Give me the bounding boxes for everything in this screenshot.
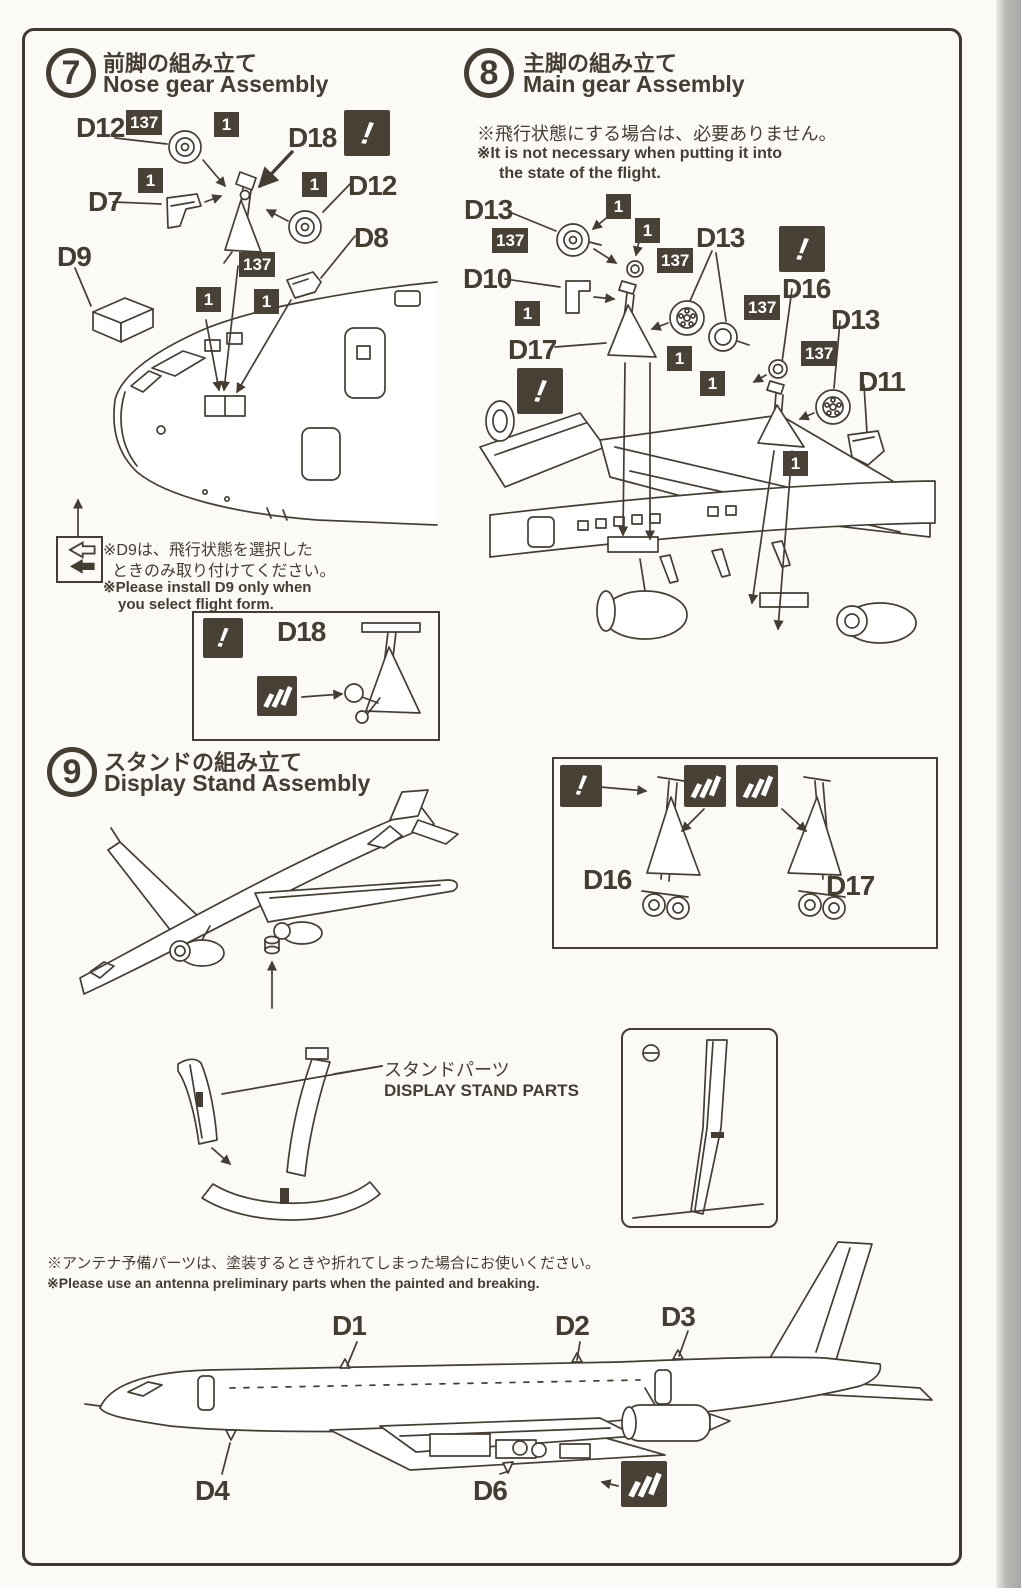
runner-badge: 137 [801,341,838,366]
part-label-d11: D11 [858,366,906,397]
part-label-d17-inset: D17 [826,870,875,901]
orientation-arrows-icon [56,536,103,583]
part-label-d6: D6 [473,1475,508,1506]
antenna-location-diagram [84,1241,933,1490]
part-label-d4: D4 [195,1475,230,1506]
display-stand-diagram [79,789,459,1221]
stand-part-inset-art [632,1039,764,1219]
qty-badge: 1 [783,451,808,476]
d18-detail-inset [192,611,440,741]
part-label-d7: D7 [88,186,123,217]
stand-parts-label-en: DISPLAY STAND PARTS [384,1081,579,1100]
part-label-d8: D8 [354,222,389,253]
qty-badge: 1 [196,287,221,312]
step7-note-en1: ※Please install D9 only when [103,579,312,596]
qty-badge: 1 [515,301,540,326]
qty-badge: 1 [700,371,725,396]
caution-icon: ! [779,226,825,272]
antenna-note-jp: ※アンテナ予備パーツは、塗装するときや折れてしまった場合にお使いください。 [47,1255,601,1272]
part-label-d13: D13 [696,222,745,253]
step8-note-en2: the state of the flight. [499,165,661,182]
caution-icon: ! [560,765,602,807]
qty-badge: 1 [667,346,692,371]
step9-number: 9 [47,747,97,797]
caution-icon: ! [203,618,243,658]
part-label-d12: D12 [348,170,397,201]
step7-note-en2: you select flight form. [118,596,274,613]
runner-badge: 137 [657,248,694,273]
paint-icon [257,676,297,716]
qty-badge: 1 [635,218,660,243]
step8-title-jp: 主脚の組み立て [523,51,678,76]
step8-note-jp: ※飛行状態にする場合は、必要ありません。 [477,124,837,144]
step7-number: 7 [46,48,96,98]
main-gear-diagram [479,212,936,644]
stand-part-inset [621,1028,778,1228]
part-label-d2: D2 [555,1310,590,1341]
part-label-d17: D17 [508,334,557,365]
part-label-d3: D3 [661,1301,696,1332]
nose-gear-diagram [72,130,438,537]
qty-badge: 1 [214,112,239,137]
page-border [22,28,962,1566]
step8-note-en1: ※It is not necessary when putting it int… [477,145,782,162]
qty-badge: 1 [254,289,279,314]
part-label-d18-inset: D18 [277,616,326,647]
antenna-note-en: ※Please use an antenna preliminary parts… [47,1275,540,1291]
step9-title-jp: スタンドの組み立て [104,750,303,775]
step8-number: 8 [464,48,514,98]
part-label-d13: D13 [831,304,880,335]
step7-note-jp2: ときのみ取り付けてください。 [112,563,336,580]
part-label-d12: D12 [76,112,125,143]
caution-icon: ! [517,368,563,414]
part-label-d9: D9 [57,241,92,272]
d18-inset-art [301,622,421,724]
qty-badge: 1 [606,194,631,219]
scan-edge [996,0,1021,1588]
step8-title-en: Main gear Assembly [523,71,745,97]
caution-icon: ! [344,110,390,156]
step7-title-jp: 前脚の組み立て [103,51,258,76]
qty-badge: 1 [302,172,327,197]
runner-badge: 137 [239,252,276,277]
part-label-d16: D16 [782,273,831,304]
runner-badge: 137 [744,295,781,320]
step9-title-en: Display Stand Assembly [104,770,371,796]
gear-detail-inset-art [599,776,846,920]
qty-badge: 1 [138,168,163,193]
part-label-d13: D13 [464,194,513,225]
part-label-d16-inset: D16 [583,864,632,895]
part-label-d18: D18 [288,122,337,153]
step7-note-jp1: ※D9は、飛行状態を選択した [103,542,313,559]
step7-title-en: Nose gear Assembly [103,71,329,97]
runner-badge: 137 [126,110,163,135]
gear-detail-inset [552,757,938,949]
part-label-d1: D1 [332,1310,367,1341]
stand-parts-label-jp: スタンドパーツ [384,1060,510,1080]
runner-badge: 137 [492,228,529,253]
part-label-d10: D10 [463,263,512,294]
paint-icon [736,765,778,807]
paint-icon [621,1461,667,1507]
paint-icon [684,765,726,807]
